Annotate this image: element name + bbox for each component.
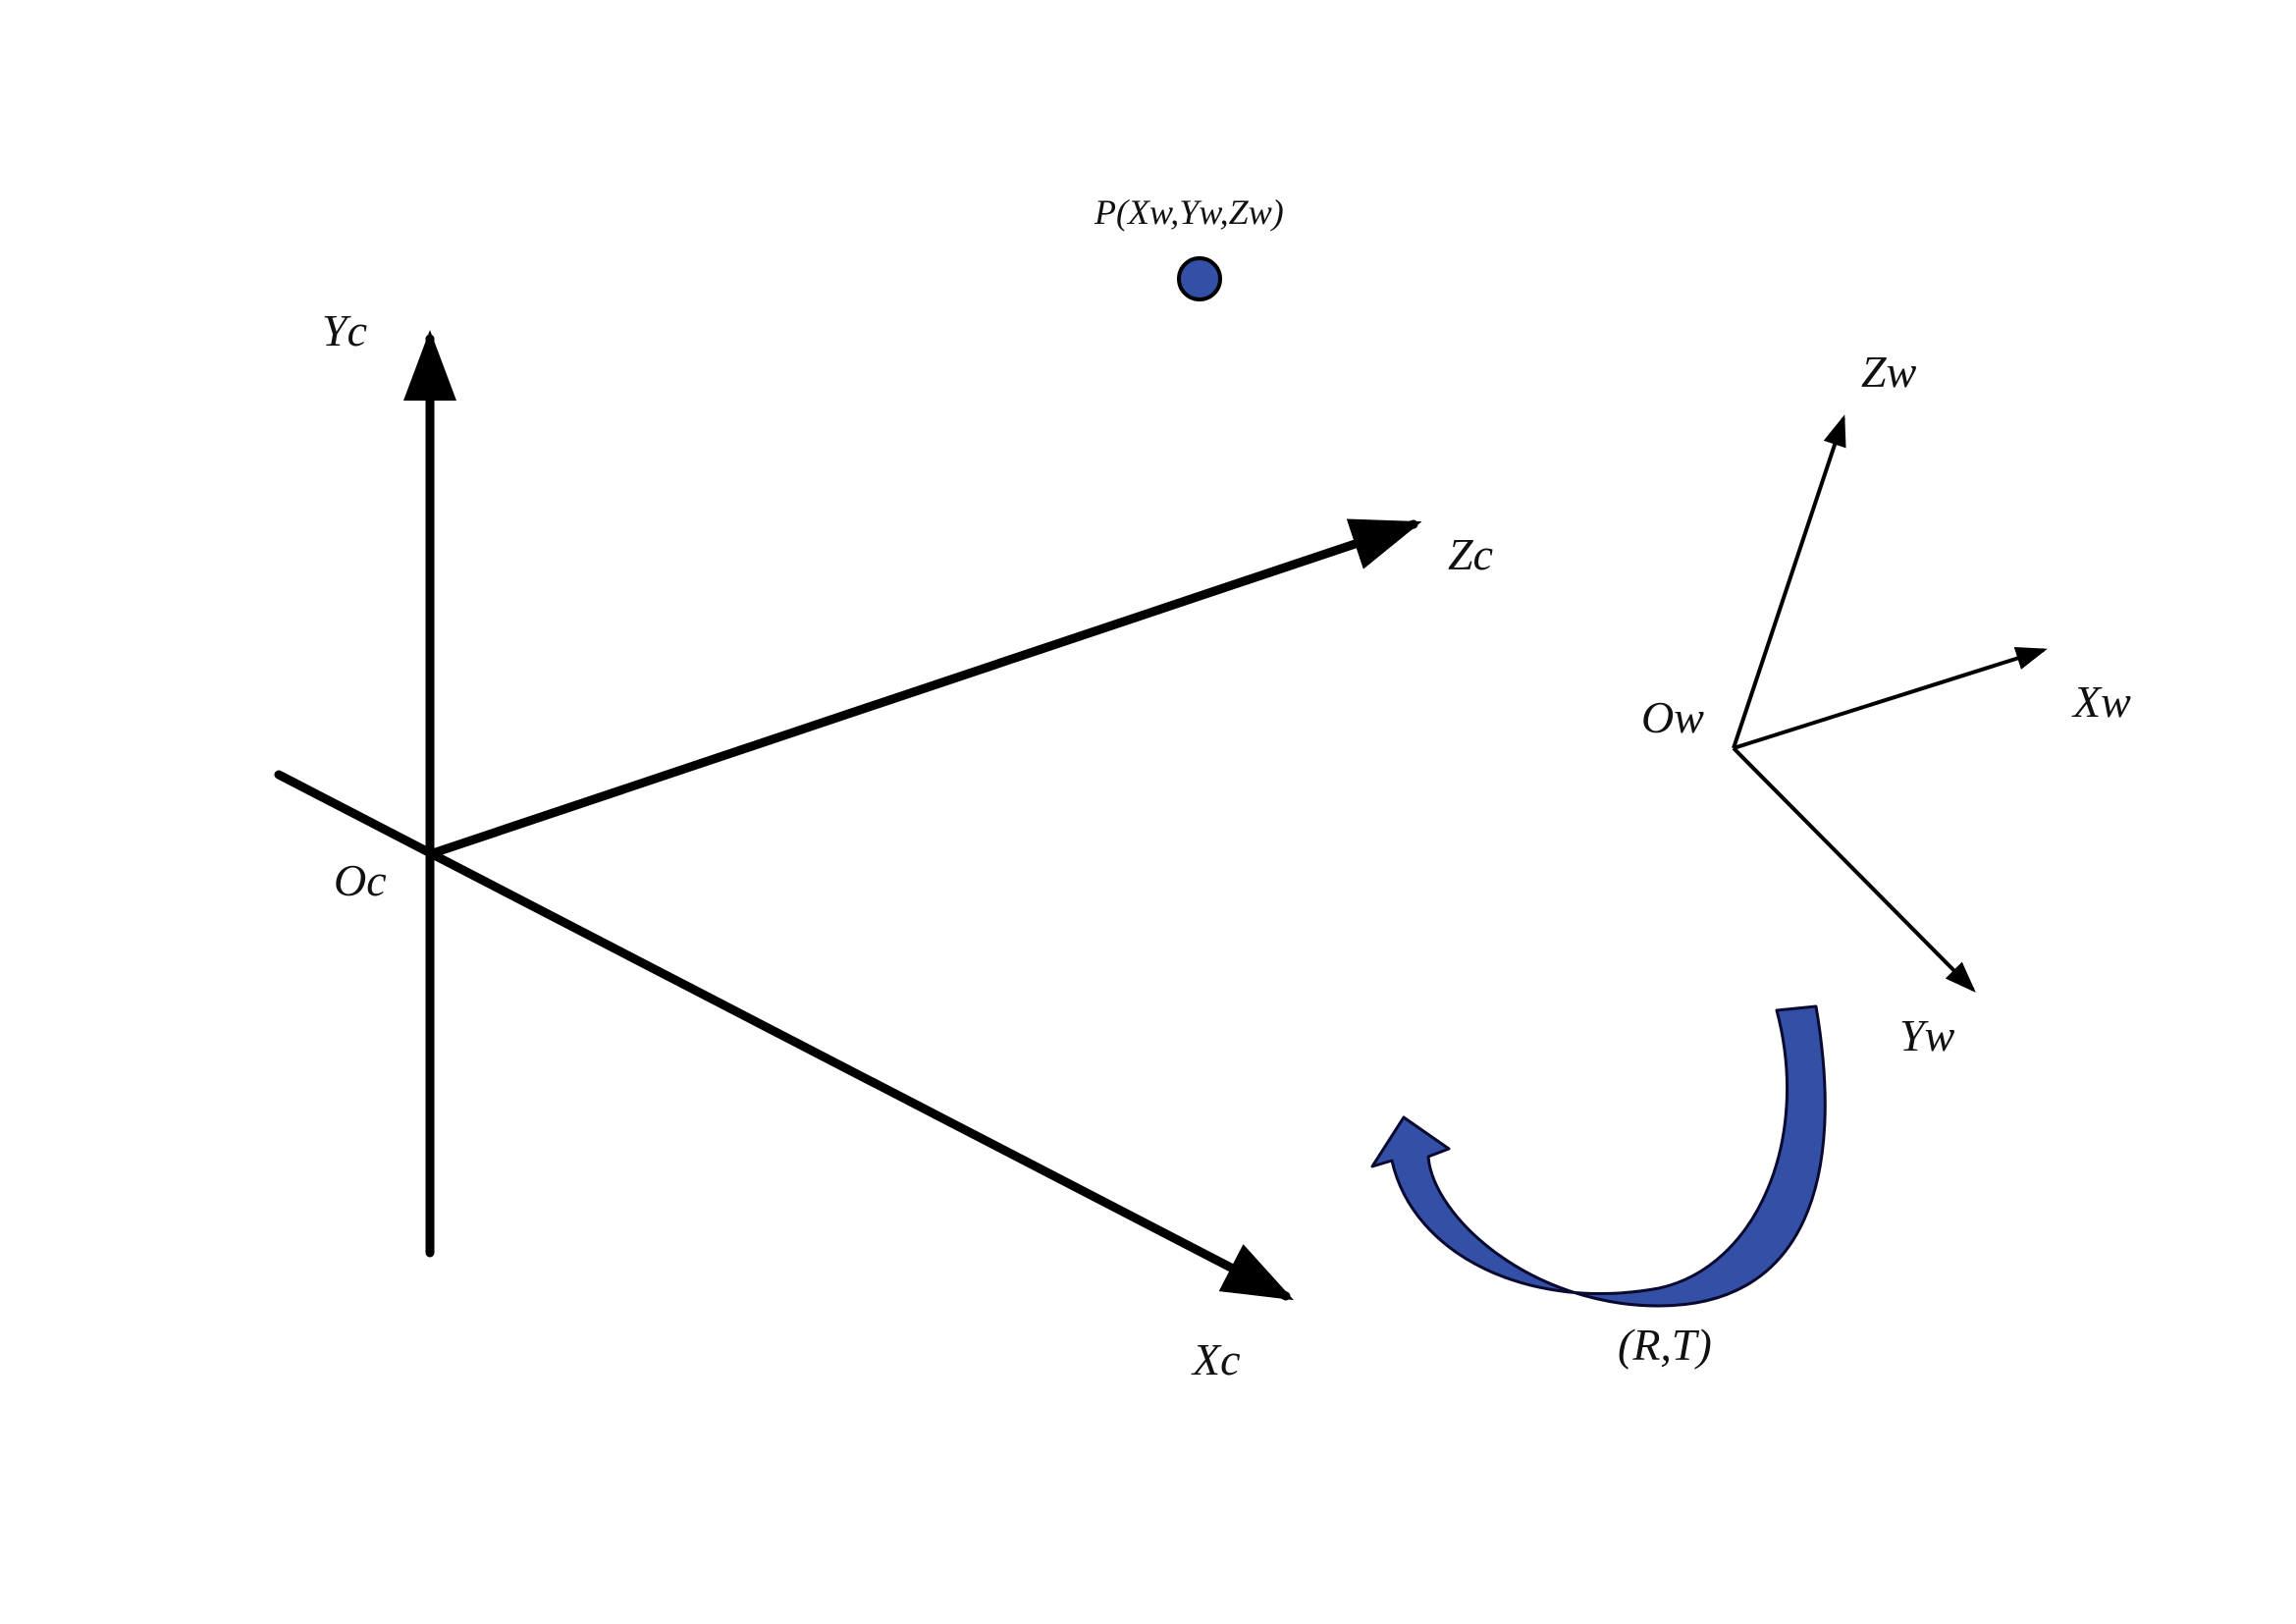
world-y-label: Yw [1899, 1010, 1955, 1060]
world-frame: Zw Xw Yw Ow [1641, 347, 2131, 1060]
camera-frame: Yc Zc Xc Oc [274, 305, 1493, 1384]
world-x-axis [1733, 647, 2048, 750]
camera-y-label: Yc [322, 305, 367, 355]
transform-label: (R,T) [1618, 1320, 1712, 1370]
world-y-axis [1732, 746, 1976, 993]
world-origin-label: Ow [1641, 692, 1704, 742]
world-point: P(Xw,Yw,Zw) [1094, 192, 1284, 301]
world-x-label: Xw [2071, 677, 2131, 727]
point-marker [1177, 256, 1222, 301]
camera-z-label: Zc [1448, 529, 1493, 579]
camera-x-axis [274, 770, 1294, 1301]
transform-arrow: (R,T) [1370, 1004, 1827, 1370]
camera-origin-label: Oc [334, 855, 387, 905]
world-z-label: Zw [1861, 347, 1917, 397]
world-z-axis [1732, 414, 1846, 749]
point-label: P(Xw,Yw,Zw) [1094, 192, 1284, 232]
camera-z-axis [425, 518, 1422, 859]
camera-x-label: Xc [1191, 1334, 1241, 1384]
rotation-arrow-icon [1370, 1004, 1827, 1308]
